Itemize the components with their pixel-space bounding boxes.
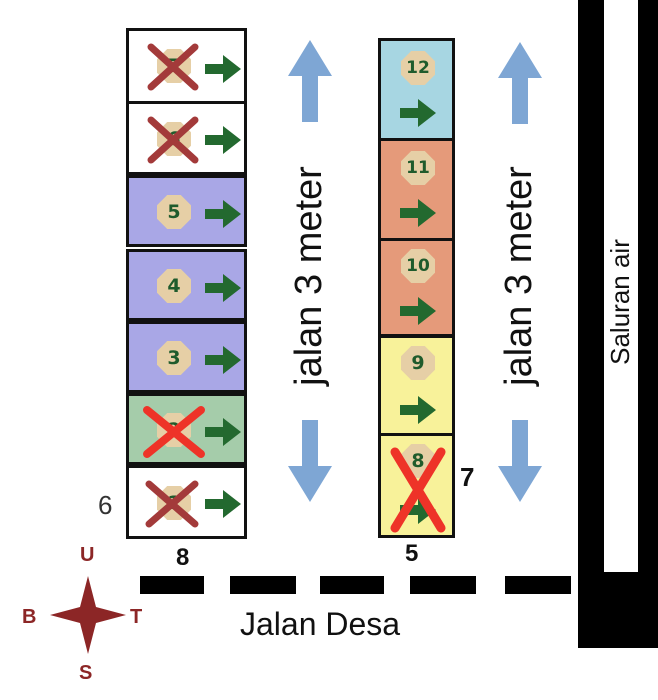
- plot-1[interactable]: 1: [126, 465, 247, 539]
- plot-2[interactable]: 2: [126, 393, 247, 465]
- right-arrow-icon: [205, 274, 241, 302]
- canal-inner-channel: [604, 0, 638, 572]
- plot-6[interactable]: 6: [126, 101, 247, 175]
- road-dash: [505, 576, 571, 594]
- right-arrow-icon: [205, 418, 241, 446]
- road-up-arrow-icon: [498, 42, 542, 124]
- right-arrow-icon: [205, 346, 241, 374]
- plot-3[interactable]: 3: [126, 321, 247, 393]
- plot-10[interactable]: 10: [378, 238, 455, 337]
- road-dash: [230, 576, 296, 594]
- plot-11[interactable]: 11: [378, 138, 455, 241]
- right-road-label: jalan 3 meter: [498, 166, 540, 386]
- road-dash: [320, 576, 384, 594]
- compass-west-label: B: [22, 606, 37, 628]
- plot-number-badge: 10: [401, 249, 435, 283]
- compass-south-label: S: [79, 662, 93, 684]
- right-side-dimension: 7: [460, 462, 475, 492]
- plot-number-badge: 1: [157, 486, 191, 520]
- left-width-dimension: 8: [176, 544, 190, 571]
- left-side-dimension: 6: [98, 490, 113, 520]
- right-arrow-icon: [205, 490, 241, 518]
- road-dash: [140, 576, 204, 594]
- left-road-label: jalan 3 meter: [288, 166, 330, 386]
- road-up-arrow-icon: [288, 40, 332, 122]
- plot-number-badge: 6: [157, 122, 191, 156]
- compass-east-label: T: [130, 606, 143, 628]
- right-arrow-icon: [205, 55, 241, 83]
- road-down-arrow-icon: [498, 420, 542, 502]
- right-arrow-icon: [400, 199, 436, 227]
- plot-number-badge: 4: [157, 269, 191, 303]
- plot-number-badge: 9: [401, 346, 435, 380]
- plot-number-badge: 2: [157, 413, 191, 447]
- right-arrow-icon: [400, 99, 436, 127]
- plot-8[interactable]: 8: [378, 433, 455, 538]
- compass-north-label: U: [80, 544, 95, 566]
- plot-number-badge: 3: [157, 341, 191, 375]
- right-width-dimension: 5: [405, 540, 419, 567]
- plot-9[interactable]: 9: [378, 335, 455, 436]
- road-dash: [410, 576, 476, 594]
- plot-5[interactable]: 5: [126, 175, 247, 247]
- compass-rose-icon: [50, 576, 126, 654]
- plot-number-badge: 12: [401, 51, 435, 85]
- plot-number-badge: 5: [157, 195, 191, 229]
- right-arrow-icon: [400, 496, 436, 524]
- canal-label: Saluran air: [605, 239, 635, 365]
- plot-number-badge: 8: [401, 444, 435, 478]
- right-arrow-icon: [205, 200, 241, 228]
- village-road-label: Jalan Desa: [240, 606, 401, 642]
- plot-number-badge: 11: [401, 151, 435, 185]
- road-down-arrow-icon: [288, 420, 332, 502]
- right-arrow-icon: [400, 396, 436, 424]
- plot-7[interactable]: 7: [126, 28, 247, 104]
- right-arrow-icon: [400, 297, 436, 325]
- plot-4[interactable]: 4: [126, 249, 247, 321]
- plot-12[interactable]: 12: [378, 38, 455, 141]
- plot-number-badge: 7: [157, 49, 191, 83]
- right-arrow-icon: [205, 126, 241, 154]
